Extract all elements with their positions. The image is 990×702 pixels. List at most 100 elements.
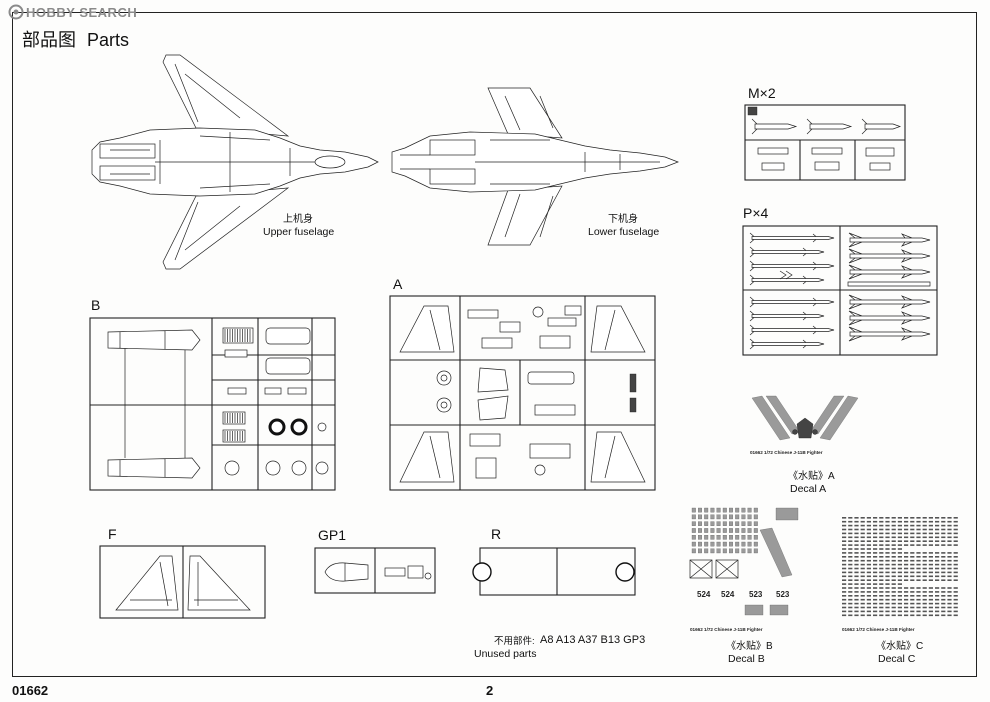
sprue-b-part [227, 387, 247, 395]
decal-c-mark [873, 583, 878, 585]
sprue-p-missile [848, 264, 931, 280]
decal-c-mark [928, 540, 933, 542]
decal-c-mark [928, 520, 933, 523]
decal-c-mark [928, 595, 933, 597]
decal-c-mark [873, 532, 878, 535]
decal-b-mark [704, 535, 709, 540]
decal-c-mark [941, 610, 946, 613]
decal-c-mark [904, 614, 909, 617]
decal-c-mark [897, 559, 902, 562]
decal-b-mark [753, 528, 758, 533]
decal-c-mark [910, 524, 915, 527]
decal-c-mark [891, 544, 896, 546]
decal-c-mark [947, 610, 952, 613]
decal-c-mark [953, 536, 958, 539]
sprue-a-vertical-fin [590, 431, 646, 483]
decal-c-mark [879, 544, 884, 546]
decal-c-mark [941, 591, 946, 593]
decal-c-mark [904, 610, 909, 613]
decal-c-mark [922, 610, 927, 613]
decal-c-mark [873, 563, 878, 566]
sprue-gp1 [314, 547, 436, 594]
sprue-m-part [865, 147, 895, 157]
decal-c-mark [891, 517, 896, 519]
decal-c-mark [928, 517, 933, 519]
decal-c-mark [891, 595, 896, 597]
decal-c-mark [885, 532, 890, 535]
decal-c-mark [935, 544, 940, 546]
decal-c-mark [897, 610, 902, 613]
decal-c-mark [897, 520, 902, 523]
decal-c-mark [928, 587, 933, 589]
decal-c-mark [885, 606, 890, 609]
lower-detail-lines [400, 95, 660, 238]
decal-c-mark [897, 571, 902, 574]
lower-engine-left [429, 139, 476, 156]
decal-b-mark [747, 548, 752, 554]
sprue-a-part [629, 397, 637, 413]
decal-c-mark [941, 587, 946, 589]
decal-c-mark [916, 520, 921, 523]
decal-c-mark [866, 524, 871, 527]
decal-b-mark [747, 514, 752, 520]
decal-c-mark [922, 614, 927, 617]
decal-c-mark [941, 614, 946, 617]
decal-c-mark [953, 614, 958, 617]
decal-c-mark [897, 567, 902, 570]
decal-c-mark [866, 563, 871, 566]
sprue-p-missile [749, 310, 825, 322]
sprue-a-part [481, 337, 513, 349]
sprue-a-runners [390, 296, 655, 490]
sprue-m-missile [751, 118, 798, 135]
decal-c-mark [922, 591, 927, 593]
decal-c-mark [854, 532, 859, 535]
decal-c-mark [873, 528, 878, 531]
decal-a-label-cn: 《水贴》A [788, 471, 835, 482]
decal-c-mark [860, 614, 865, 617]
sprue-f [99, 545, 266, 619]
decal-c-mark [904, 528, 909, 531]
decal-b-mark [698, 528, 702, 533]
sprue-a-part [534, 404, 576, 416]
decal-c-mark [935, 610, 940, 613]
decal-c-mark [842, 520, 847, 523]
decal-c-mark [947, 567, 952, 570]
decal-c-mark [879, 563, 884, 566]
decal-c-mark [879, 595, 884, 597]
decal-c-mark [885, 540, 890, 542]
sprue-m-part [811, 147, 843, 155]
decal-c-mark [904, 595, 909, 597]
sprue-m-label: M×2 [748, 85, 776, 101]
decal-c-mark [928, 614, 933, 617]
sprue-b-grille [222, 411, 246, 425]
decal-c-mark [916, 563, 921, 566]
decal-c-mark [885, 602, 890, 605]
decal-c-mark [928, 598, 933, 601]
decal-c-mark [935, 552, 940, 554]
decal-b-grid [691, 507, 758, 554]
decal-c-mark [879, 587, 884, 589]
decal-b-number: 524 [697, 590, 711, 599]
decal-c-mark [848, 532, 853, 535]
decal-b-number: 523 [776, 590, 790, 599]
decal-c-caption: 01662 1/72 Chinese J-11B Fighter [842, 627, 915, 632]
decal-c-mark [935, 559, 940, 562]
decal-c-mark [935, 524, 940, 527]
decal-b-number: 523 [749, 590, 763, 599]
sprue-p-missiles-left [749, 232, 835, 350]
decal-b-mark [710, 548, 715, 554]
decal-c-mark [885, 575, 890, 578]
decal-c-mark [842, 548, 847, 550]
decal-c-mark [860, 610, 865, 613]
decal-c-mark [953, 610, 958, 613]
decal-c-mark [891, 567, 896, 570]
decal-c-mark [947, 571, 952, 574]
sprue-p-label: P×4 [743, 205, 769, 221]
decal-c-mark [916, 567, 921, 570]
decal-c-mark [873, 575, 878, 578]
decal-c-mark [947, 544, 952, 546]
decal-c-mark [879, 598, 884, 601]
decal-c-mark [860, 532, 865, 535]
decal-a-caption: 01662 1/72 Chinese J-11B Fighter [750, 450, 823, 455]
decal-c-mark [935, 579, 940, 581]
